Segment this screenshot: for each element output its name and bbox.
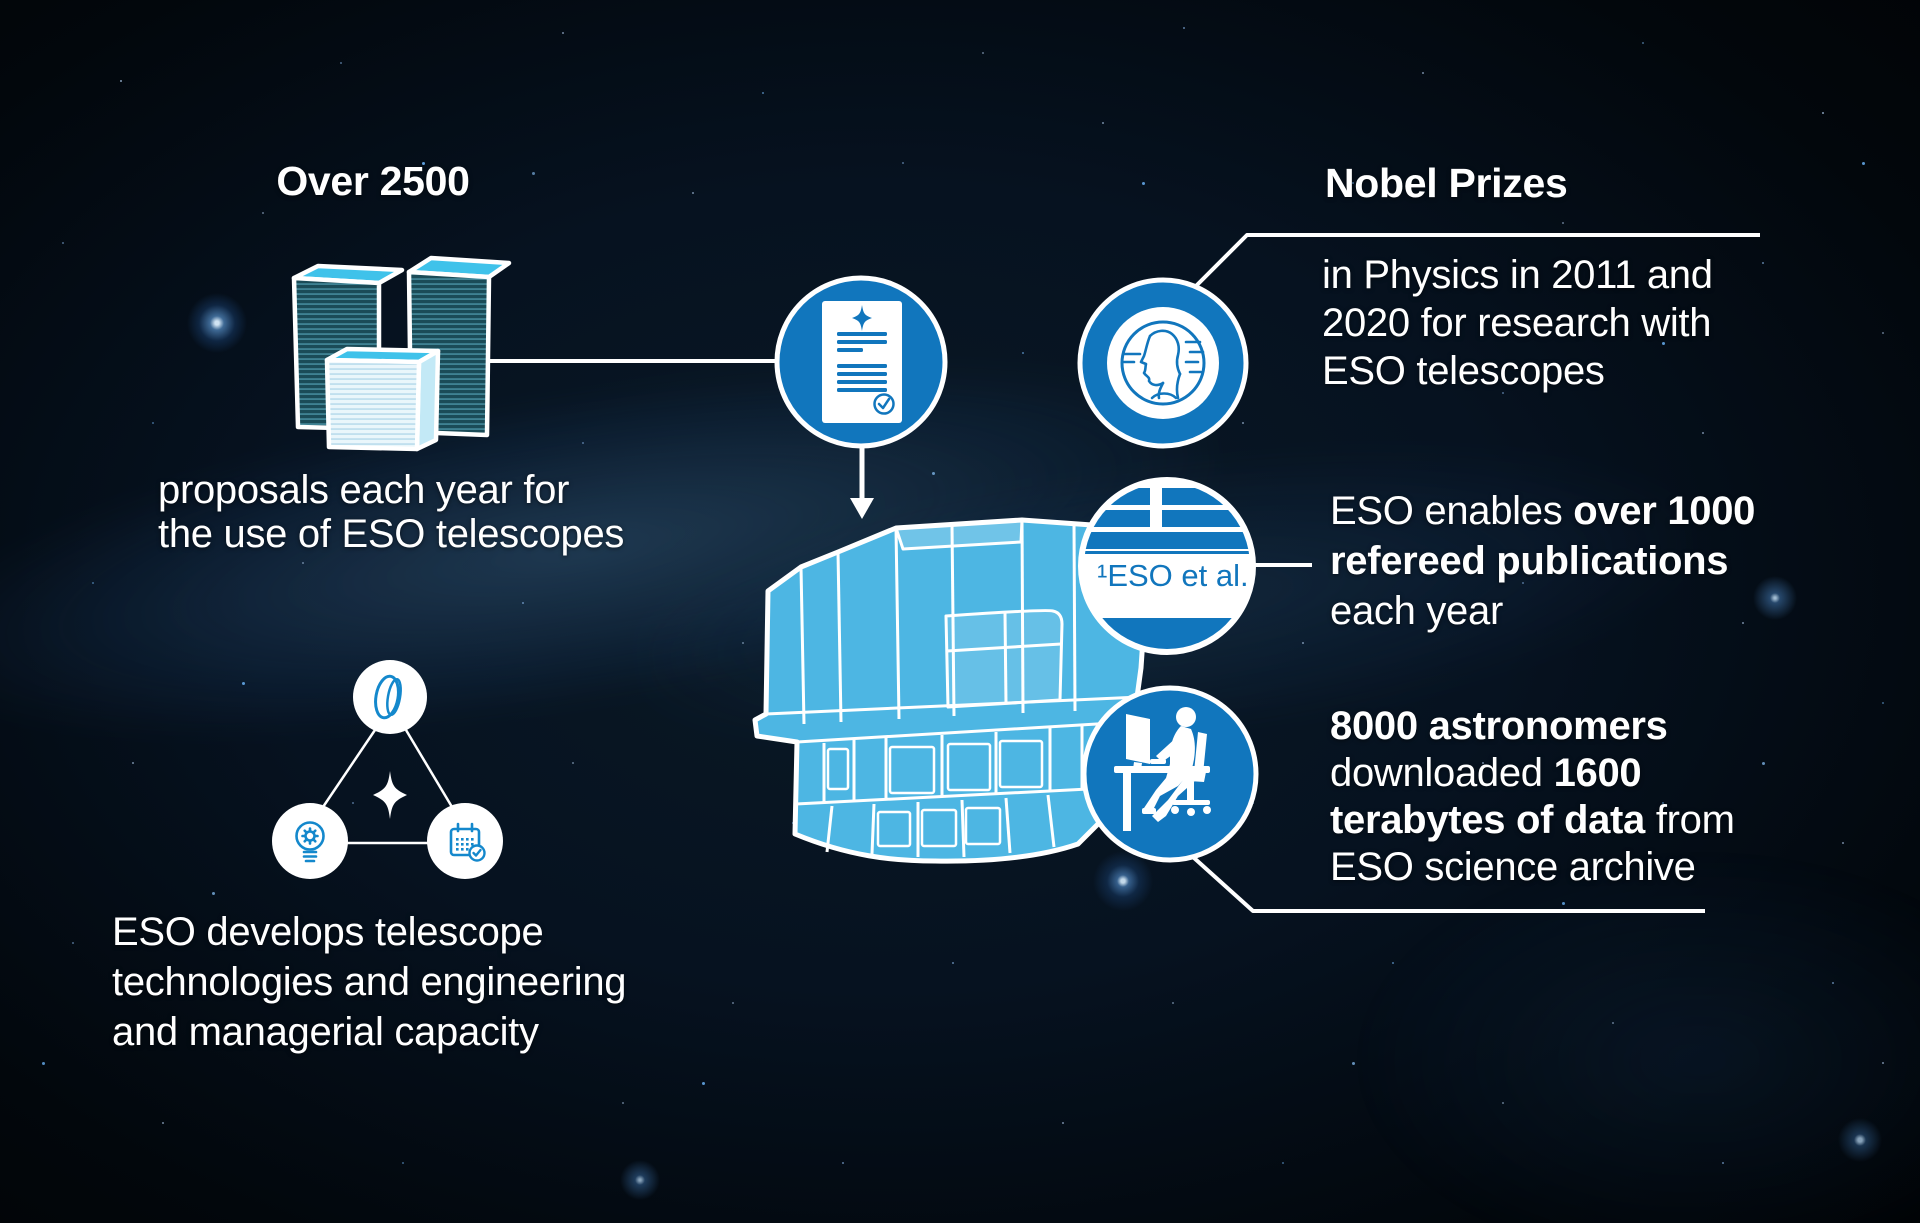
development-triangle-diagram (272, 660, 503, 879)
telescope-lens-icon (353, 660, 427, 734)
bright-star (1745, 568, 1805, 628)
connector-archive-line (1181, 846, 1705, 913)
arrow-document-to-telescope (850, 446, 874, 519)
four-point-star-icon (373, 771, 407, 819)
astronomer-at-computer-icon (1081, 685, 1259, 863)
connector-nobel-line (1183, 233, 1760, 299)
bright-star (610, 1150, 670, 1210)
bright-star (1093, 851, 1153, 911)
proposals-headline: Over 2500 (276, 158, 470, 204)
nobel-headline: Nobel Prizes (1325, 160, 1568, 206)
paper-stack-icon (291, 255, 512, 452)
journal-author-label: ¹ESO et al. (1097, 558, 1249, 593)
connector-lines (480, 233, 1760, 913)
elt-dome-illustration (752, 517, 1149, 864)
bright-star (1830, 1110, 1890, 1170)
approved-document-icon (774, 275, 948, 449)
nobel-medal-icon (1077, 277, 1249, 449)
bright-star (187, 293, 247, 353)
